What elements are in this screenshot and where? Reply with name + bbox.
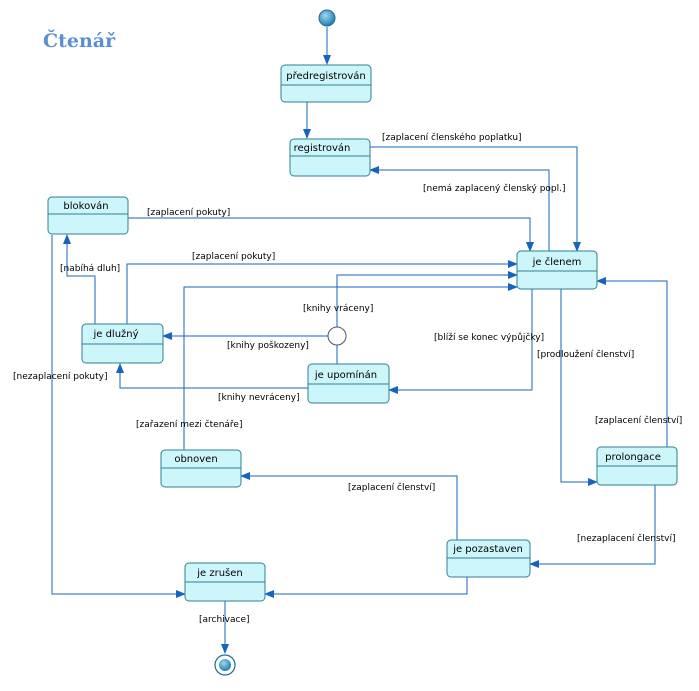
state-prolongace: prolongace: [596, 446, 678, 486]
state-je-zrusen: je zrušen: [184, 562, 266, 602]
flow-je-dluzny-blokovan: [63, 234, 96, 324]
state-label: blokován: [63, 200, 108, 212]
flow-je-pozastaven-obnoven: [240, 472, 458, 540]
state-obnoven: obnoven: [160, 449, 242, 488]
guard-label: [blíží se konec výpůjčky]: [434, 332, 544, 343]
flow-je-pozastaven-je-zrusen: [264, 577, 468, 598]
guard-label: [knihy nevráceny]: [218, 393, 300, 403]
state-je-clenem: je členem: [516, 250, 598, 290]
state-label: registrován: [294, 142, 351, 154]
flow-blokovan-je-clenem: [128, 217, 534, 252]
flow-choice-je-clenem: [336, 271, 518, 327]
state-je-upominan: je upomínán: [307, 363, 390, 404]
guard-label: [zaplacení členského poplatku]: [382, 132, 522, 143]
flow-prolongace-je-clenem: [596, 277, 668, 447]
guard-labels: [zaplacení členského poplatku] [nemá zap…: [13, 132, 682, 625]
state-registrovan: registrován: [289, 138, 371, 177]
flow-blokovan-je-zrusen: [51, 235, 186, 598]
state-label: je upomínán: [314, 369, 377, 381]
transitions: [51, 27, 668, 654]
guard-label: [zaplacení pokuty]: [192, 252, 275, 262]
initial-node: [318, 9, 336, 27]
choice-node: [327, 326, 347, 346]
state-label: obnoven: [174, 454, 217, 465]
state-label: předregistrován: [286, 70, 365, 82]
diagram-title: Čtenář: [43, 30, 116, 52]
guard-label: [archivace]: [199, 615, 250, 625]
guard-label: [nabíhá dluh]: [60, 264, 120, 274]
final-node: [214, 654, 236, 676]
guard-label: [knihy vráceny]: [303, 304, 373, 314]
flow-je-dluzny-je-clenem: [126, 260, 518, 324]
state-je-pozastaven: je pozastaven: [446, 539, 531, 578]
state-predregistrovan: předregistrován: [280, 64, 372, 103]
guard-label: [prodloužení členství]: [537, 349, 634, 360]
guard-label: [nezaplacení pokuty]: [13, 372, 108, 382]
state-je-dluzny: je dlužný: [81, 323, 164, 364]
guard-label: [zaplacení pokuty]: [147, 208, 230, 218]
flow-obnoven-je-clenem: [183, 283, 518, 450]
state-label: je dlužný: [92, 328, 138, 340]
guard-label: [knihy poškozeny]: [227, 340, 309, 351]
guard-label: [zaplacení členství]: [595, 415, 682, 426]
flow-prolongace-je-pozastaven: [529, 485, 656, 568]
flow-je-upominan-je-dluzny: [116, 363, 308, 389]
flow-je-clenem-registrovan: [369, 166, 550, 251]
flow-je-clenem-je-upominan: [388, 289, 533, 394]
flow-registrovan-je-clenem: [370, 146, 581, 252]
state-blokovan: blokován: [47, 196, 129, 235]
guard-label: [nezaplacení členství]: [577, 533, 676, 544]
state-label: je zrušen: [196, 567, 243, 579]
state-label: je členem: [532, 256, 582, 268]
guard-label: [zařazení mezi čtenáře]: [136, 419, 242, 430]
state-label: prolongace: [605, 452, 661, 463]
flow-je-clenem-prolongace: [560, 289, 598, 486]
state-label: je pozastaven: [452, 544, 523, 555]
guard-label: [nemá zaplacený členský popl.]: [423, 183, 566, 194]
guard-label: [zaplacení členství]: [348, 482, 435, 493]
